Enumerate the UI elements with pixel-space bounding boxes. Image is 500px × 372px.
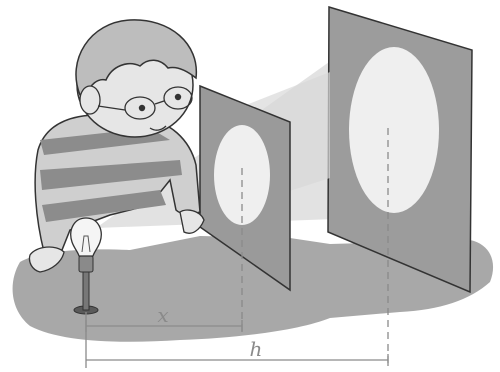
label-x: x [157,303,168,327]
child-figure [29,20,204,272]
label-h: h [250,337,263,361]
far-screen-light-spot [349,47,439,213]
